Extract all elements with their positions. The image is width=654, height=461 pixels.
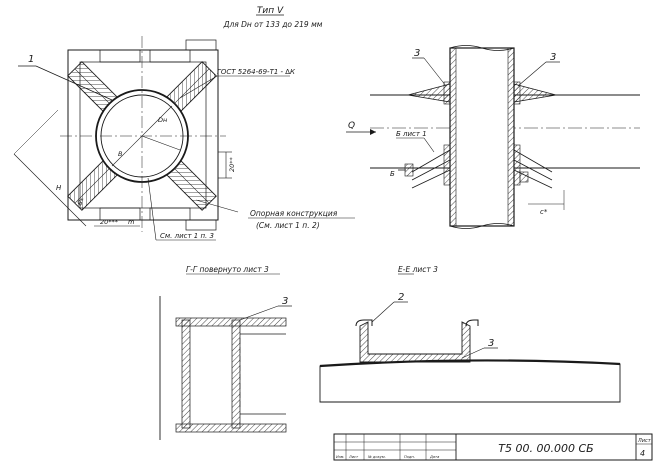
side-callout-3-left: 3 [414,48,420,59]
pipe-break-top [449,45,515,51]
dim-bstar-label: В* [76,196,88,208]
callout-1-leader [35,65,113,101]
tb-designation: Т5 00. 00.000 СБ [498,442,593,455]
dim-c-label: с* [540,208,548,216]
flange-top-right [149,49,191,63]
flange-top-tab [185,39,217,51]
callout-3-right-leader [517,61,547,87]
tb-col-5: Дата [429,455,439,459]
tb-col-2: Лист [348,455,359,459]
section-b-small: Б [390,170,395,178]
pipe-wall-right [507,47,515,227]
section-ee-callout-2: 2 [398,292,404,303]
gg-callout-leader [239,305,279,321]
flange-bottom-tab [185,219,217,231]
top-plate-right [513,81,521,105]
gg-pipe-wall-right [231,319,241,429]
flange-bottom-right [149,207,191,221]
section-ee: Е-Е лист 3 2 3 [319,265,621,403]
section-b-label: Б лист 1 [396,130,427,138]
dim-20-right-label: 20** [228,156,236,172]
ee-lip-right [465,319,479,327]
top-plate-left [443,81,451,105]
ee-lip-left [355,319,373,327]
pipe-break-bottom [449,223,515,229]
section-ee-callout-3: 3 [488,338,494,349]
range-label: Для Dн от 133 до 219 мм [223,20,323,29]
plan-frame-outer [67,49,219,221]
flow-label: Q [348,121,355,131]
plan-frame-inner [79,61,207,209]
support-label-line1: Опорная конструкция [250,209,338,218]
gost-leader [179,75,218,99]
gost-label: ГОСТ 5264-69-Т1 - ∆К [217,68,296,76]
flange-top-left [99,49,141,63]
gg-top-plate [175,317,287,327]
ee-callout-3-leader [461,347,485,359]
section-b-leader [423,137,435,153]
dim-h-line [13,153,87,227]
ee-channel [359,321,471,363]
vertical-pipe [449,47,515,227]
dim-dn-label: Dн [158,116,167,124]
b-radius-line [141,135,181,151]
tb-sheet-label: Лист [637,438,652,444]
dim-h-label: Н [56,184,62,192]
lower-clamp-left [404,144,451,189]
see-sheet-leader [147,177,157,241]
dim-m-label: m [128,218,134,226]
dim-b-label: В [118,150,123,158]
support-leader [195,199,239,213]
section-ee-title: Е-Е лист 3 [398,265,438,274]
tb-col-3: № докум. [367,455,386,459]
dim-h-ext-top [13,109,59,155]
gg-bottom-plate [175,423,287,433]
flow-arrow-head [370,129,376,135]
section-gg-title: Г-Г повернуто лист 3 [186,265,269,274]
flange-bottom-left [99,207,141,221]
title-block: Изм. Лист № докум. Подп. Дата Т5 00. 00.… [333,433,653,461]
support-label-line2: (См. лист 1 п. 2) [256,221,320,230]
tb-col-4: Подп. [404,455,415,459]
pipe-wall-left [449,47,457,227]
section-gg-callout-3: 3 [282,296,288,307]
title-block-frame [333,433,653,461]
callout-1: 1 [28,54,34,65]
side-view: 3 3 Q Б лист 1 Б с* [346,45,640,229]
callout-3-left-leader [423,57,447,87]
see-sheet-label: См. лист 1 п. 3 [160,232,214,240]
dim-20-bottom-label: 20*** [100,218,119,226]
ee-callout-2-leader [371,301,395,323]
type-label: Тип V [257,6,284,16]
side-callout-3-right: 3 [550,52,556,63]
tb-col-1: Изм. [336,455,344,459]
ee-support [319,359,621,403]
gg-pipe-wall-left [181,319,191,429]
lower-clamp-right [513,144,553,189]
section-gg: Г-Г повернуто лист 3 3 [159,265,292,440]
plan-view: 1 ГОСТ 5264-69-Т1 - ∆К Dн В Н В* 20** 20… [13,36,355,241]
tb-sheet-number: 4 [640,449,645,458]
